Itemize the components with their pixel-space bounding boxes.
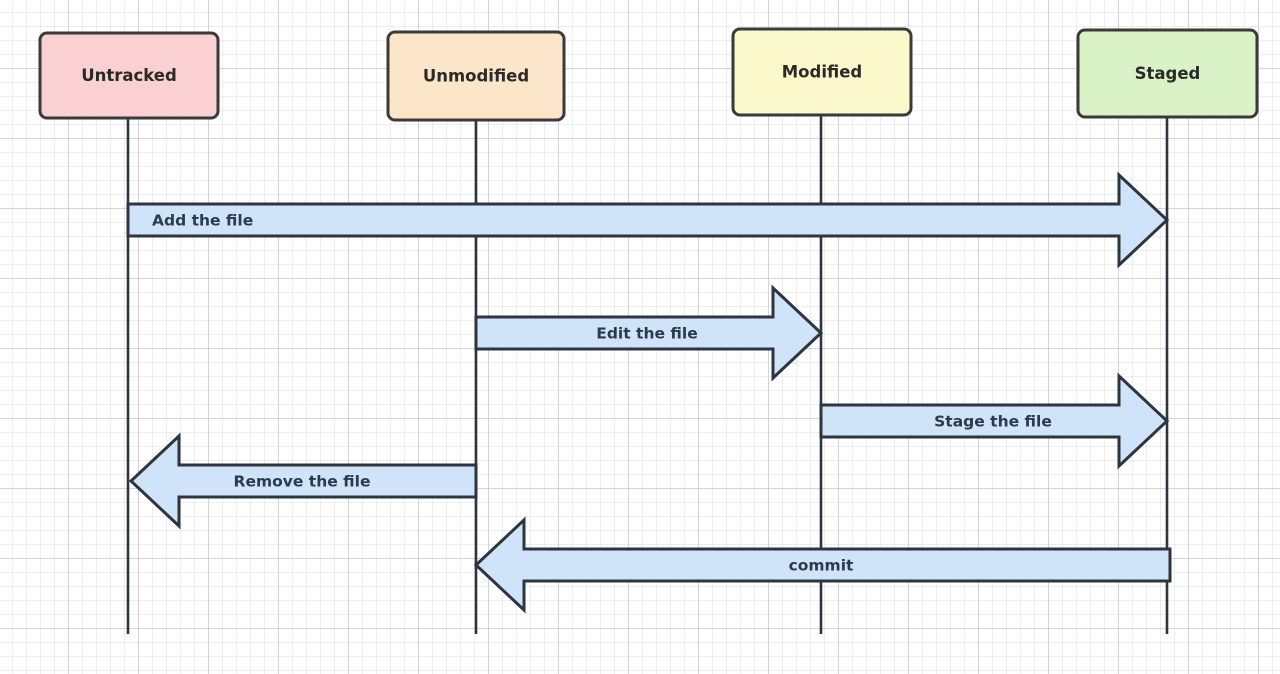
participant-box — [1076, 28, 1259, 119]
participant-box — [386, 30, 566, 122]
message-label: Remove the file — [234, 473, 371, 491]
message-add-the-file[interactable]: Add the file — [126, 171, 1170, 269]
message-arrow-shape — [128, 432, 478, 530]
participant-modified[interactable]: Modified — [731, 27, 913, 117]
message-arrow-shape — [473, 516, 1172, 614]
participant-box — [731, 27, 913, 117]
participant-label: Staged — [1135, 64, 1201, 83]
message-stage-the-file[interactable]: Stage the file — [819, 372, 1170, 470]
message-label: Stage the file — [934, 413, 1052, 431]
participant-untracked[interactable]: Untracked — [38, 31, 220, 120]
message-arrow-shape — [126, 171, 1170, 269]
message-edit-the-file[interactable]: Edit the file — [474, 284, 824, 382]
message-remove-the-file[interactable]: Remove the file — [128, 432, 478, 530]
message-label: Edit the file — [596, 325, 697, 343]
message-arrow-shape — [819, 372, 1170, 470]
message-commit[interactable]: commit — [473, 516, 1172, 614]
participant-staged[interactable]: Staged — [1076, 28, 1259, 119]
participant-label: Unmodified — [423, 67, 529, 86]
participant-label: Modified — [782, 63, 862, 82]
message-arrow-shape — [474, 284, 824, 382]
participants-layer: Untracked Unmodified Modified Staged — [38, 27, 1259, 122]
message-label: commit — [789, 557, 854, 575]
participant-box — [38, 31, 220, 120]
participant-label: Untracked — [81, 66, 177, 85]
participant-unmodified[interactable]: Unmodified — [386, 30, 566, 122]
message-label: Add the file — [152, 212, 253, 230]
